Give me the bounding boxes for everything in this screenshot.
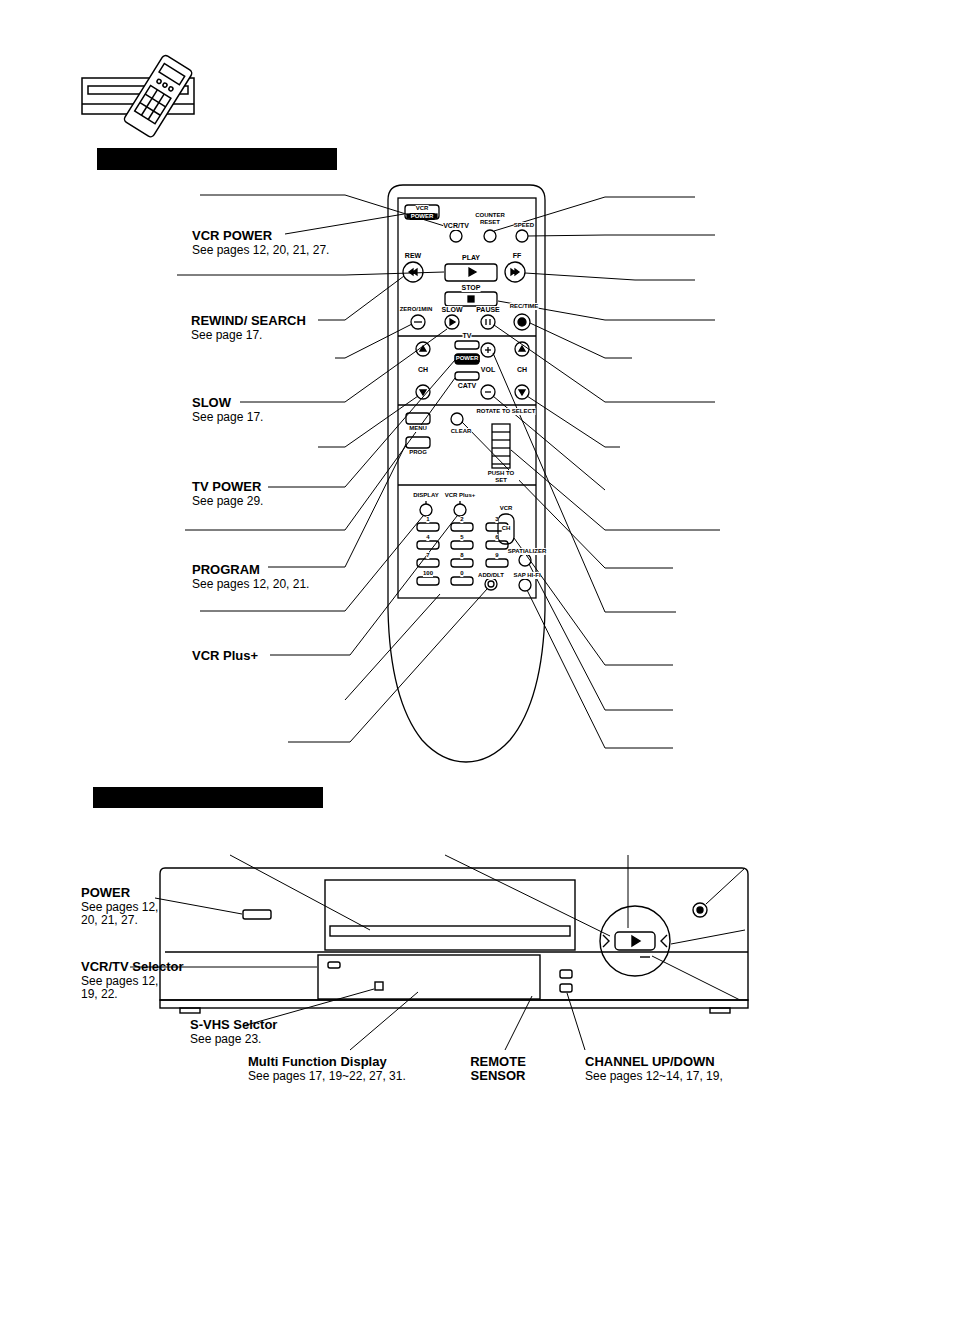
keypad-key <box>451 577 473 585</box>
keypad-key <box>486 541 508 549</box>
button-label: VCR Plus+ <box>445 492 476 499</box>
key-number: 1 <box>426 516 429 523</box>
button-label: POWER <box>455 355 480 362</box>
vcr-front-panel <box>160 868 748 1013</box>
callout-label: VCR Plus+ <box>192 649 258 663</box>
button-label: ZERO/1MIN <box>400 306 433 313</box>
keypad-key <box>417 577 439 585</box>
key-number: 6 <box>495 534 498 541</box>
button-label: SAP HI-FI <box>513 572 540 579</box>
button-label: DISPLAY <box>413 492 438 499</box>
keypad-key <box>451 559 473 567</box>
button-label: STOP <box>462 284 481 292</box>
callout-label: VCR POWER <box>192 229 272 243</box>
page-reference: See page 17. <box>191 329 262 342</box>
button-label: CH <box>517 366 527 374</box>
key-number: 4 <box>426 534 429 541</box>
key-number: 8 <box>460 552 463 559</box>
button-label: CATV <box>458 382 477 390</box>
button-label: REC/TIME <box>510 303 539 310</box>
keypad-key <box>486 559 508 567</box>
button-label: SPEED <box>514 222 534 229</box>
button-label: PLAY <box>462 254 480 262</box>
leader-line <box>177 195 720 748</box>
page-reference: See pages 17, 19~22, 27, 31. <box>248 1070 406 1083</box>
button-label: VCR/TV <box>443 222 469 230</box>
keypad-key <box>417 523 439 531</box>
keypad-key <box>451 541 473 549</box>
keypad-key <box>417 541 439 549</box>
button-label: CLEAR <box>451 428 472 435</box>
leader-line <box>130 855 745 1050</box>
callout-label: S-VHS Selctor <box>190 1018 277 1032</box>
button-label: PAUSE <box>476 306 500 314</box>
button-label: SPATIALIZER <box>508 548 546 555</box>
callout-label: SLOW <box>192 396 231 410</box>
button-label: TV <box>463 332 472 340</box>
callout-label: VCR/TV Selector <box>81 960 184 974</box>
callout-label: Multi Function Display <box>248 1055 387 1069</box>
callout-label: TV POWER <box>192 480 261 494</box>
page-reference: See pages 12~14, 17, 19, <box>585 1070 723 1083</box>
page-reference: See pages 12, 20, 21, 27. <box>192 244 329 257</box>
keypad-key <box>451 523 473 531</box>
button-label: PUSH TO SET <box>483 470 519 483</box>
callout-label: REWIND/ SEARCH <box>191 314 306 328</box>
key-number: 7 <box>426 552 429 559</box>
key-number: 0 <box>460 570 463 577</box>
page-reference: See page 23. <box>190 1033 261 1046</box>
button-label: ROTATE TO SELECT <box>476 408 535 415</box>
key-number: 3 <box>495 516 498 523</box>
button-label: VCR <box>416 205 429 212</box>
page-reference: See pages 12, 20, 21. <box>192 578 309 591</box>
callout-label: REMOTE SENSOR <box>461 1055 536 1084</box>
button-label: FF <box>513 252 522 260</box>
button-label: VCR <box>500 505 513 512</box>
callout-label: POWER <box>81 886 130 900</box>
callout-label: CHANNEL UP/DOWN <box>585 1055 715 1069</box>
key-number: 2 <box>460 516 463 523</box>
header-bar <box>93 787 323 808</box>
page-reference: See pages 12, 19, 22. <box>81 975 161 1001</box>
header-bar <box>97 148 337 170</box>
button-label: VOL <box>481 366 495 374</box>
page-reference: See page 17. <box>192 411 263 424</box>
key-number: 5 <box>460 534 463 541</box>
button-label: REW <box>405 252 421 260</box>
button-label: MENU <box>409 425 427 432</box>
page-reference: See pages 12, 20, 21, 27. <box>81 901 173 927</box>
callout-label: PROGRAM <box>192 563 260 577</box>
key-number: 9 <box>495 552 498 559</box>
button-label: CH <box>418 366 428 374</box>
page-reference: See page 29. <box>192 495 263 508</box>
button-label: POWER <box>410 213 435 220</box>
button-label: COUNTER RESET <box>473 212 507 225</box>
remote-control <box>388 185 545 762</box>
button-label: ADD/DLT <box>478 572 504 579</box>
button-label: PROG <box>409 449 427 456</box>
button-label: SLOW <box>442 306 463 314</box>
button-label: CH <box>502 525 511 532</box>
key-number: 100 <box>423 570 433 577</box>
vcr-icon <box>82 54 194 138</box>
